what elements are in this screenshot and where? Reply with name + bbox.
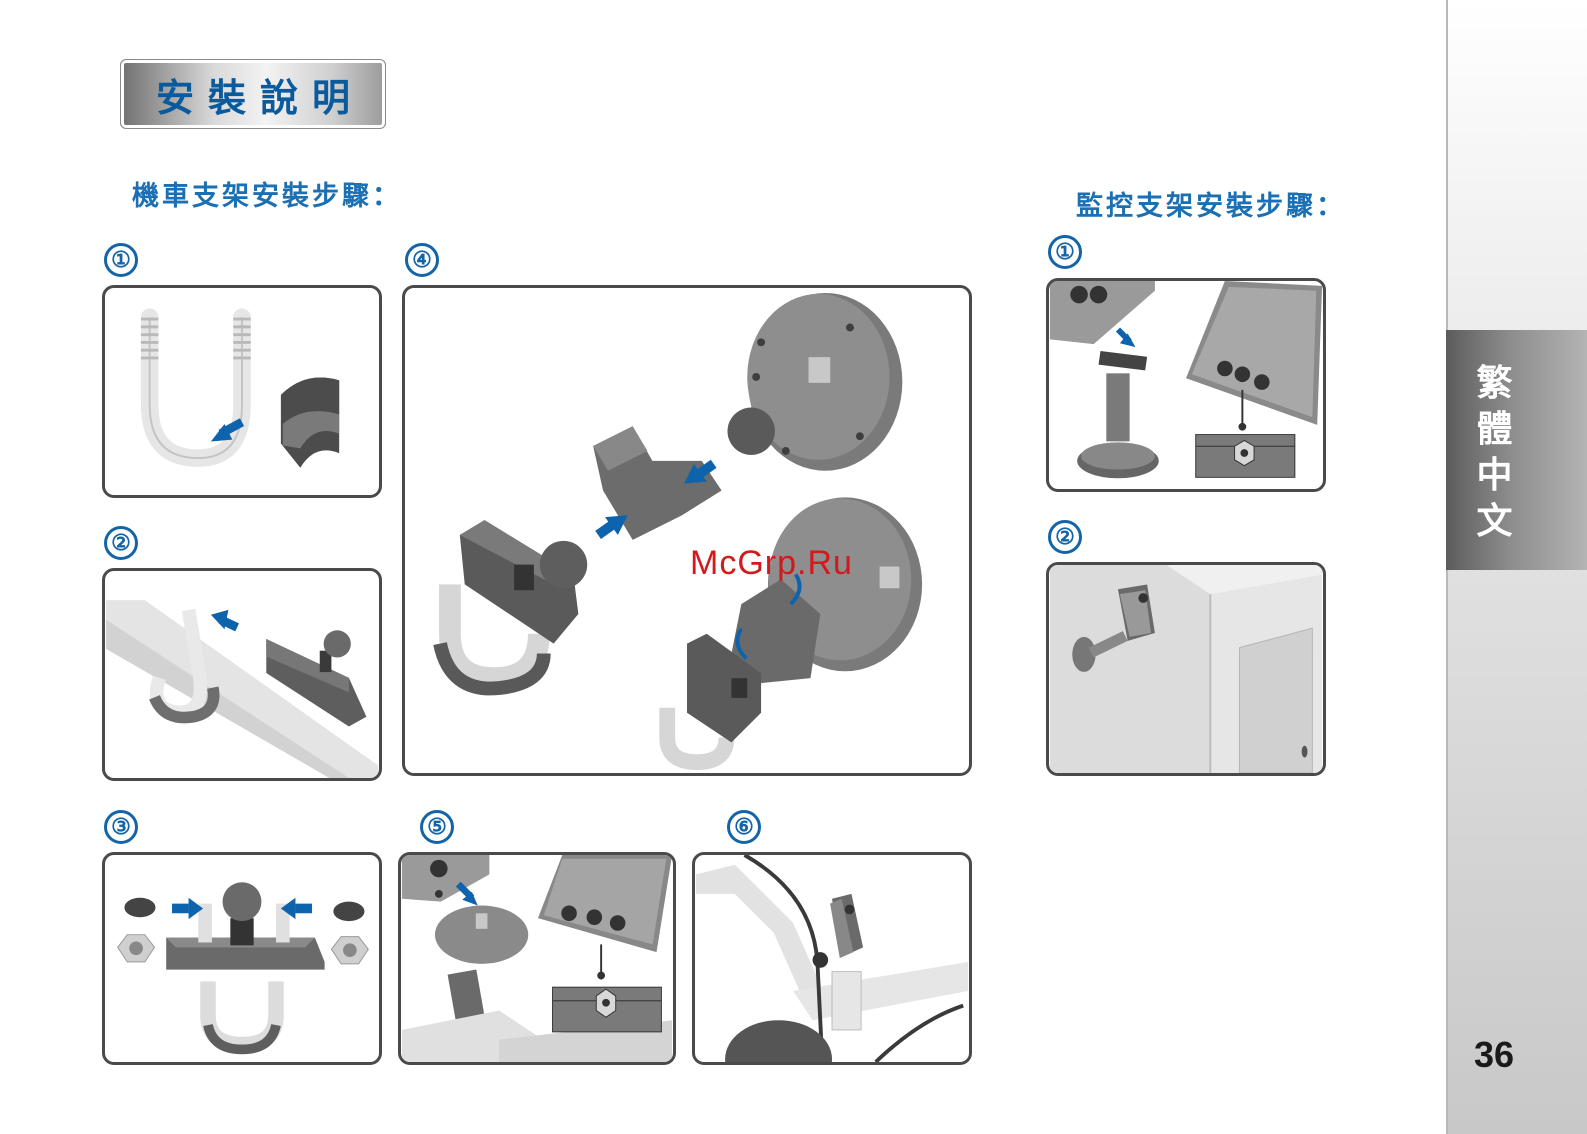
step-4-illustration	[402, 285, 972, 776]
monitor-mount-heading: 監控支架安裝步驟：	[1076, 184, 1346, 223]
language-tab[interactable]: 繁 體 中 文	[1446, 330, 1587, 570]
step-number-3: ③	[104, 810, 138, 844]
monitor-step-1-illustration	[1046, 278, 1326, 492]
step-5-illustration	[398, 852, 676, 1065]
step-number-6: ⑥	[727, 810, 761, 844]
step-2-illustration	[102, 568, 382, 781]
page-title: 安裝說明	[120, 59, 386, 129]
step-number-5: ⑤	[420, 810, 454, 844]
step-number-4: ④	[405, 243, 439, 277]
step-3-illustration	[102, 852, 382, 1065]
language-tab-char: 文	[1476, 498, 1512, 544]
page-number: 36	[1462, 1034, 1526, 1076]
step-6-illustration	[692, 852, 972, 1065]
page-title-text: 安裝說明	[142, 67, 364, 122]
language-tab-char: 中	[1476, 452, 1512, 498]
step-number-2: ②	[104, 526, 138, 560]
language-tab-char: 繁	[1476, 360, 1512, 406]
watermark: McGrp.Ru	[690, 544, 853, 583]
language-tab-char: 體	[1476, 406, 1512, 452]
monitor-step-number-1: ①	[1048, 235, 1082, 269]
step-1-illustration	[102, 285, 382, 498]
monitor-step-number-2: ②	[1048, 520, 1082, 554]
monitor-step-2-illustration	[1046, 562, 1326, 776]
motorcycle-mount-heading: 機車支架安裝步驟：	[132, 174, 402, 213]
step-number-1: ①	[104, 243, 138, 277]
